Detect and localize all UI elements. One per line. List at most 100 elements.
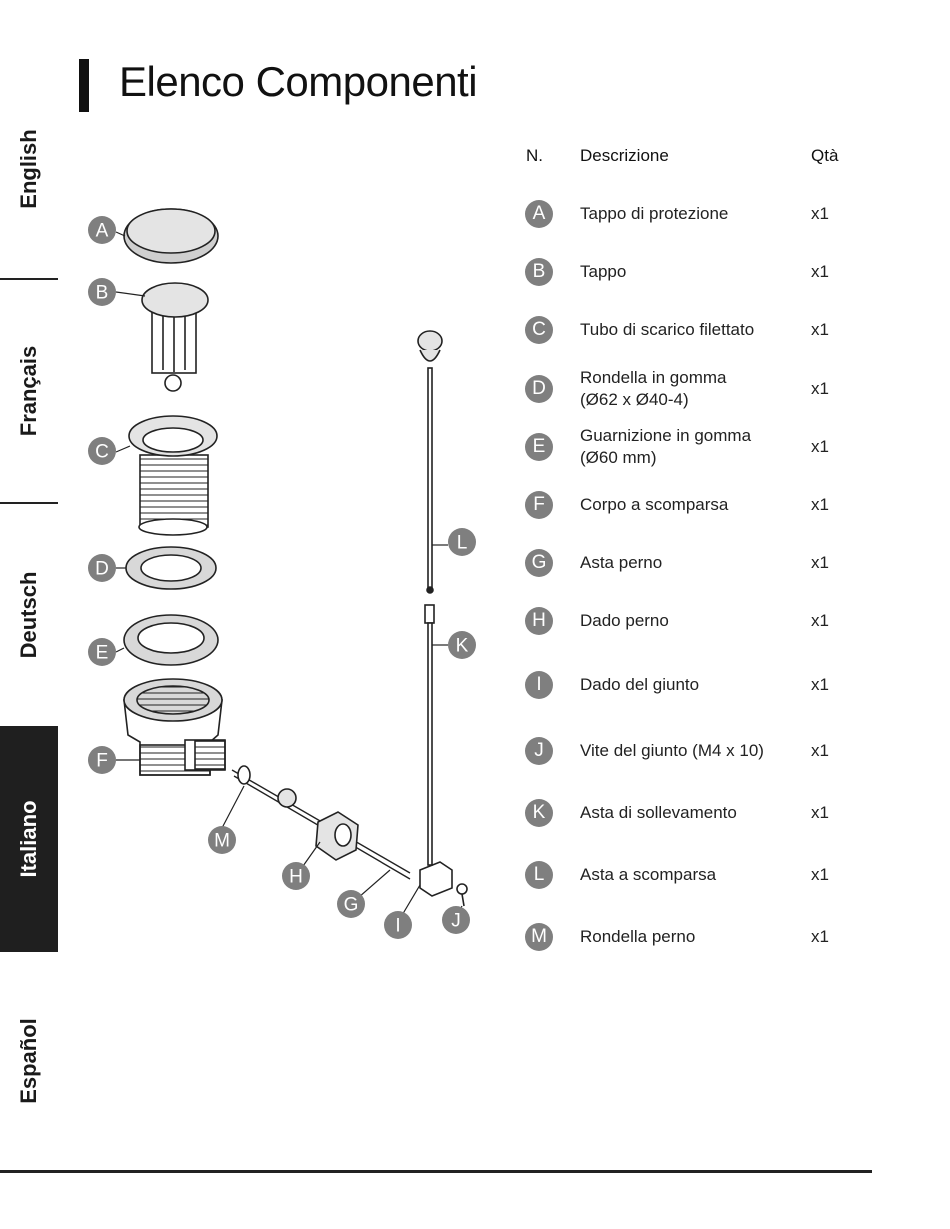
header-description: Descrizione — [580, 146, 669, 165]
table-row: E Guarnizione in gomma (Ø60 mm) x1 — [520, 426, 880, 467]
page-title: Elenco Componenti — [119, 58, 478, 105]
lang-tab-label: Français — [16, 345, 41, 437]
part-id-badge: A — [525, 200, 553, 228]
part-id-badge: E — [525, 433, 553, 461]
callout-j-badge — [442, 906, 470, 934]
part-b-stopper — [141, 282, 209, 392]
callout-i-label: I — [395, 916, 400, 937]
callout-c-label: C — [95, 442, 109, 463]
table-row: D Rondella in gomma (Ø62 x Ø40-4) x1 — [520, 368, 880, 409]
part-description: Asta perno — [580, 553, 663, 572]
part-quantity: x1 — [811, 865, 829, 884]
part-description: Corpo a scomparsa — [580, 495, 729, 514]
callout-a-badge — [88, 216, 116, 244]
part-quantity: x1 — [811, 611, 829, 630]
part-description: Dado perno — [580, 611, 669, 630]
callout-j-label: J — [451, 911, 461, 932]
part-description: Dado del giunto — [580, 675, 700, 694]
callout-h-label: H — [289, 867, 303, 888]
lang-tab-italiano[interactable]: Italiano — [0, 726, 58, 952]
part-id-badge: D — [525, 375, 553, 403]
part-id-badge: M — [525, 923, 553, 951]
part-quantity: x1 — [811, 927, 829, 946]
part-quantity: x1 — [811, 379, 829, 398]
part-description: Tubo di scarico filettato — [580, 320, 755, 339]
callout-m-label: M — [214, 831, 230, 852]
part-a-protective-cap — [123, 208, 219, 264]
table-row: J Vite del giunto (M4 x 10) x1 — [520, 731, 880, 771]
callout-m-badge — [208, 826, 236, 854]
lang-tab-deutsch[interactable]: Deutsch — [0, 504, 58, 726]
part-id-badge: F — [525, 491, 553, 519]
lang-tab-label: Deutsch — [16, 571, 41, 659]
lang-tab-label: English — [16, 129, 41, 209]
table-row: I Dado del giunto x1 — [520, 665, 880, 705]
lang-tab-label: Italiano — [16, 800, 41, 878]
table-row: C Tubo di scarico filettato x1 — [520, 310, 880, 350]
callout-a-label: A — [96, 221, 109, 242]
callout-d-badge — [88, 554, 116, 582]
lang-divider — [0, 502, 58, 504]
part-c-threaded-drain — [128, 415, 218, 536]
part-description: Rondella in gomma (Ø62 x Ø40-4) — [580, 368, 727, 409]
callout-g-badge — [337, 890, 365, 918]
part-h-pivot-nut — [315, 811, 359, 861]
callout-b-badge — [88, 278, 116, 306]
part-id-badge: J — [525, 737, 553, 765]
part-k-lift-rod — [424, 604, 435, 866]
table-row: F Corpo a scomparsa x1 — [520, 485, 880, 525]
language-tabs: English Français Deutsch Italiano Españo… — [0, 60, 58, 1170]
lang-divider — [0, 278, 58, 280]
part-i-joint-nut — [419, 861, 453, 897]
table-row: K Asta di sollevamento x1 — [520, 793, 880, 833]
callout-h-badge — [282, 862, 310, 890]
part-quantity: x1 — [811, 675, 829, 694]
part-id-badge: K — [525, 799, 553, 827]
part-j-joint-screw — [456, 883, 468, 907]
part-description: Guarnizione in gomma (Ø60 mm) — [580, 426, 752, 467]
header-quantity: Qtà — [811, 146, 839, 165]
callout-e-label: E — [96, 643, 109, 664]
part-id-badge: G — [525, 549, 553, 577]
part-description: Tappo — [580, 262, 627, 281]
lang-tab-espanol[interactable]: Español — [0, 952, 58, 1170]
title-accent-bar — [79, 59, 89, 112]
callout-g-label: G — [344, 895, 359, 916]
part-quantity: x1 — [811, 741, 829, 760]
part-description: Rondella perno — [580, 927, 696, 946]
lang-tab-english[interactable]: English — [0, 60, 58, 278]
callout-f-label: F — [96, 751, 108, 772]
part-id-badge: C — [525, 316, 553, 344]
header-number: N. — [526, 146, 543, 165]
lang-tab-label: Español — [16, 1018, 41, 1104]
part-quantity: x1 — [811, 803, 829, 822]
part-quantity: x1 — [811, 495, 829, 514]
callout-e-badge — [88, 638, 116, 666]
part-description: Asta a scomparsa — [580, 865, 717, 884]
part-description: Vite del giunto (M4 x 10) — [580, 741, 764, 760]
table-row: A Tappo di protezione x1 — [520, 194, 880, 234]
part-id-badge: L — [525, 861, 553, 889]
callout-f-badge — [88, 746, 116, 774]
part-quantity: x1 — [811, 437, 829, 456]
part-g-pivot-rod — [231, 765, 411, 880]
callout-i-badge — [384, 911, 412, 939]
part-id-badge: I — [525, 671, 553, 699]
callout-b-label: B — [96, 283, 109, 304]
part-id-badge: H — [525, 607, 553, 635]
part-f-concealed-body — [123, 678, 226, 776]
callout-l-badge — [448, 528, 476, 556]
callout-d-label: D — [95, 559, 109, 580]
part-e-rubber-gasket — [123, 614, 219, 666]
table-row: M Rondella perno x1 — [520, 917, 880, 957]
part-quantity: x1 — [811, 204, 829, 223]
part-quantity: x1 — [811, 553, 829, 572]
part-id-badge: B — [525, 258, 553, 286]
part-l-concealed-rod — [417, 330, 443, 594]
table-row: H Dado perno x1 — [520, 601, 880, 641]
table-row: L Asta a scomparsa x1 — [520, 855, 880, 895]
lang-tab-francais[interactable]: Français — [0, 280, 58, 502]
part-description: Tappo di protezione — [580, 204, 729, 223]
part-description: Asta di sollevamento — [580, 803, 737, 822]
callout-k-label: K — [456, 636, 469, 657]
